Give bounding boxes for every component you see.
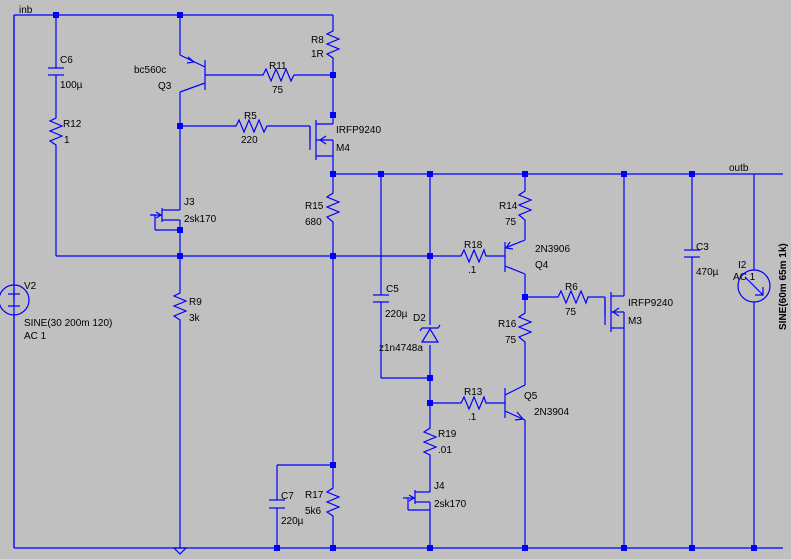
q4-ref: Q4 — [535, 260, 549, 271]
r8-ref: R8 — [311, 35, 324, 46]
r8-value: 1R — [311, 49, 324, 60]
transistor-q3[interactable] — [179, 54, 206, 93]
net-label-outb: outb — [729, 163, 749, 174]
q5-model: 2N3904 — [534, 407, 569, 418]
q3-ref: Q3 — [158, 81, 172, 92]
resistor-r12[interactable] — [48, 115, 64, 148]
r11-ref: R11 — [269, 61, 287, 72]
m4-ref: M4 — [336, 143, 350, 154]
resistor-r6[interactable] — [555, 289, 590, 305]
ground-symbol — [172, 547, 188, 555]
resistor-r8[interactable] — [325, 28, 341, 62]
d2-model: z1n4748a — [379, 343, 423, 354]
r15-ref: R15 — [305, 201, 324, 212]
i2-ref: I2 — [738, 260, 747, 271]
r18-value: .1 — [468, 265, 477, 276]
m3-ref: M3 — [628, 316, 642, 327]
c6-value: 100µ — [60, 80, 83, 91]
r6-value: 75 — [565, 307, 577, 318]
r16-ref: R16 — [498, 319, 517, 330]
c7-ref: C7 — [281, 491, 294, 502]
r12-value: 1 — [64, 135, 70, 146]
resistor-r14[interactable] — [517, 188, 533, 228]
mosfet-m3[interactable] — [604, 290, 625, 333]
j4-model: 2sk170 — [434, 499, 467, 510]
r17-value: 5k6 — [305, 506, 322, 517]
j3-ref: J3 — [184, 197, 195, 208]
capacitor-c5[interactable] — [373, 294, 389, 303]
c3-value: 470µ — [696, 267, 719, 278]
jfet-j4[interactable] — [403, 480, 431, 510]
v2-ref: V2 — [24, 281, 37, 292]
transistor-q4[interactable] — [504, 239, 526, 275]
r11-value: 75 — [272, 85, 284, 96]
net-label-inb: inb — [19, 5, 33, 16]
d2-ref: D2 — [413, 313, 426, 324]
r14-value: 75 — [505, 217, 517, 228]
v2-ac: AC 1 — [24, 331, 47, 342]
capacitor-c6[interactable] — [48, 67, 64, 76]
labels: inb outb C6 100µ R12 1 bc560c Q3 R8 1R R… — [19, 5, 789, 527]
junctions — [53, 12, 757, 551]
q3-model: bc560c — [134, 65, 166, 76]
q4-model: 2N3906 — [535, 244, 570, 255]
zener-diode-d2[interactable] — [419, 324, 441, 343]
capacitor-c7[interactable] — [269, 499, 285, 509]
resistor-r19[interactable] — [422, 425, 438, 458]
r18-ref: R18 — [464, 240, 483, 251]
resistor-r9[interactable] — [172, 290, 188, 325]
m4-model: IRFP9240 — [336, 125, 381, 136]
resistor-r17[interactable] — [325, 485, 341, 520]
resistor-r13[interactable] — [458, 395, 488, 411]
voltage-source-v2[interactable] — [0, 284, 30, 316]
r12-ref: R12 — [63, 119, 82, 130]
r17-ref: R17 — [305, 490, 324, 501]
transistor-q5[interactable] — [504, 384, 526, 421]
capacitor-c3[interactable] — [684, 249, 700, 258]
resistor-r18[interactable] — [458, 248, 488, 264]
r9-ref: R9 — [189, 297, 202, 308]
current-source-i2[interactable] — [737, 269, 771, 303]
j3-model: 2sk170 — [184, 214, 217, 225]
c6-ref: C6 — [60, 55, 73, 66]
r19-value: .01 — [438, 445, 452, 456]
r5-ref: R5 — [244, 111, 257, 122]
c5-value: 220µ — [385, 309, 408, 320]
resistor-r16[interactable] — [517, 310, 533, 348]
jfet-j3[interactable] — [150, 200, 181, 230]
resistor-r11[interactable] — [260, 67, 298, 83]
r6-ref: R6 — [565, 282, 578, 293]
r19-ref: R19 — [438, 429, 457, 440]
resistor-r5[interactable] — [233, 118, 270, 134]
i2-extra: AC 1 — [733, 272, 756, 283]
q5-ref: Q5 — [524, 391, 538, 402]
r5-value: 220 — [241, 135, 258, 146]
c3-ref: C3 — [696, 242, 709, 253]
r16-value: 75 — [505, 335, 517, 346]
i2-value: SINE(60m 65m 1k) — [778, 243, 789, 330]
v2-value: SINE(30 200m 120) — [24, 318, 112, 329]
c5-ref: C5 — [386, 284, 399, 295]
r14-ref: R14 — [499, 201, 518, 212]
resistor-r15[interactable] — [325, 190, 341, 228]
r15-value: 680 — [305, 217, 322, 228]
r13-value: .1 — [468, 412, 477, 423]
wires — [13, 14, 783, 549]
c7-value: 220µ — [281, 516, 304, 527]
mosfet-m4[interactable] — [309, 115, 334, 160]
r9-value: 3k — [189, 313, 201, 324]
m3-model: IRFP9240 — [628, 298, 673, 309]
j4-ref: J4 — [434, 481, 445, 492]
r13-ref: R13 — [464, 387, 483, 398]
